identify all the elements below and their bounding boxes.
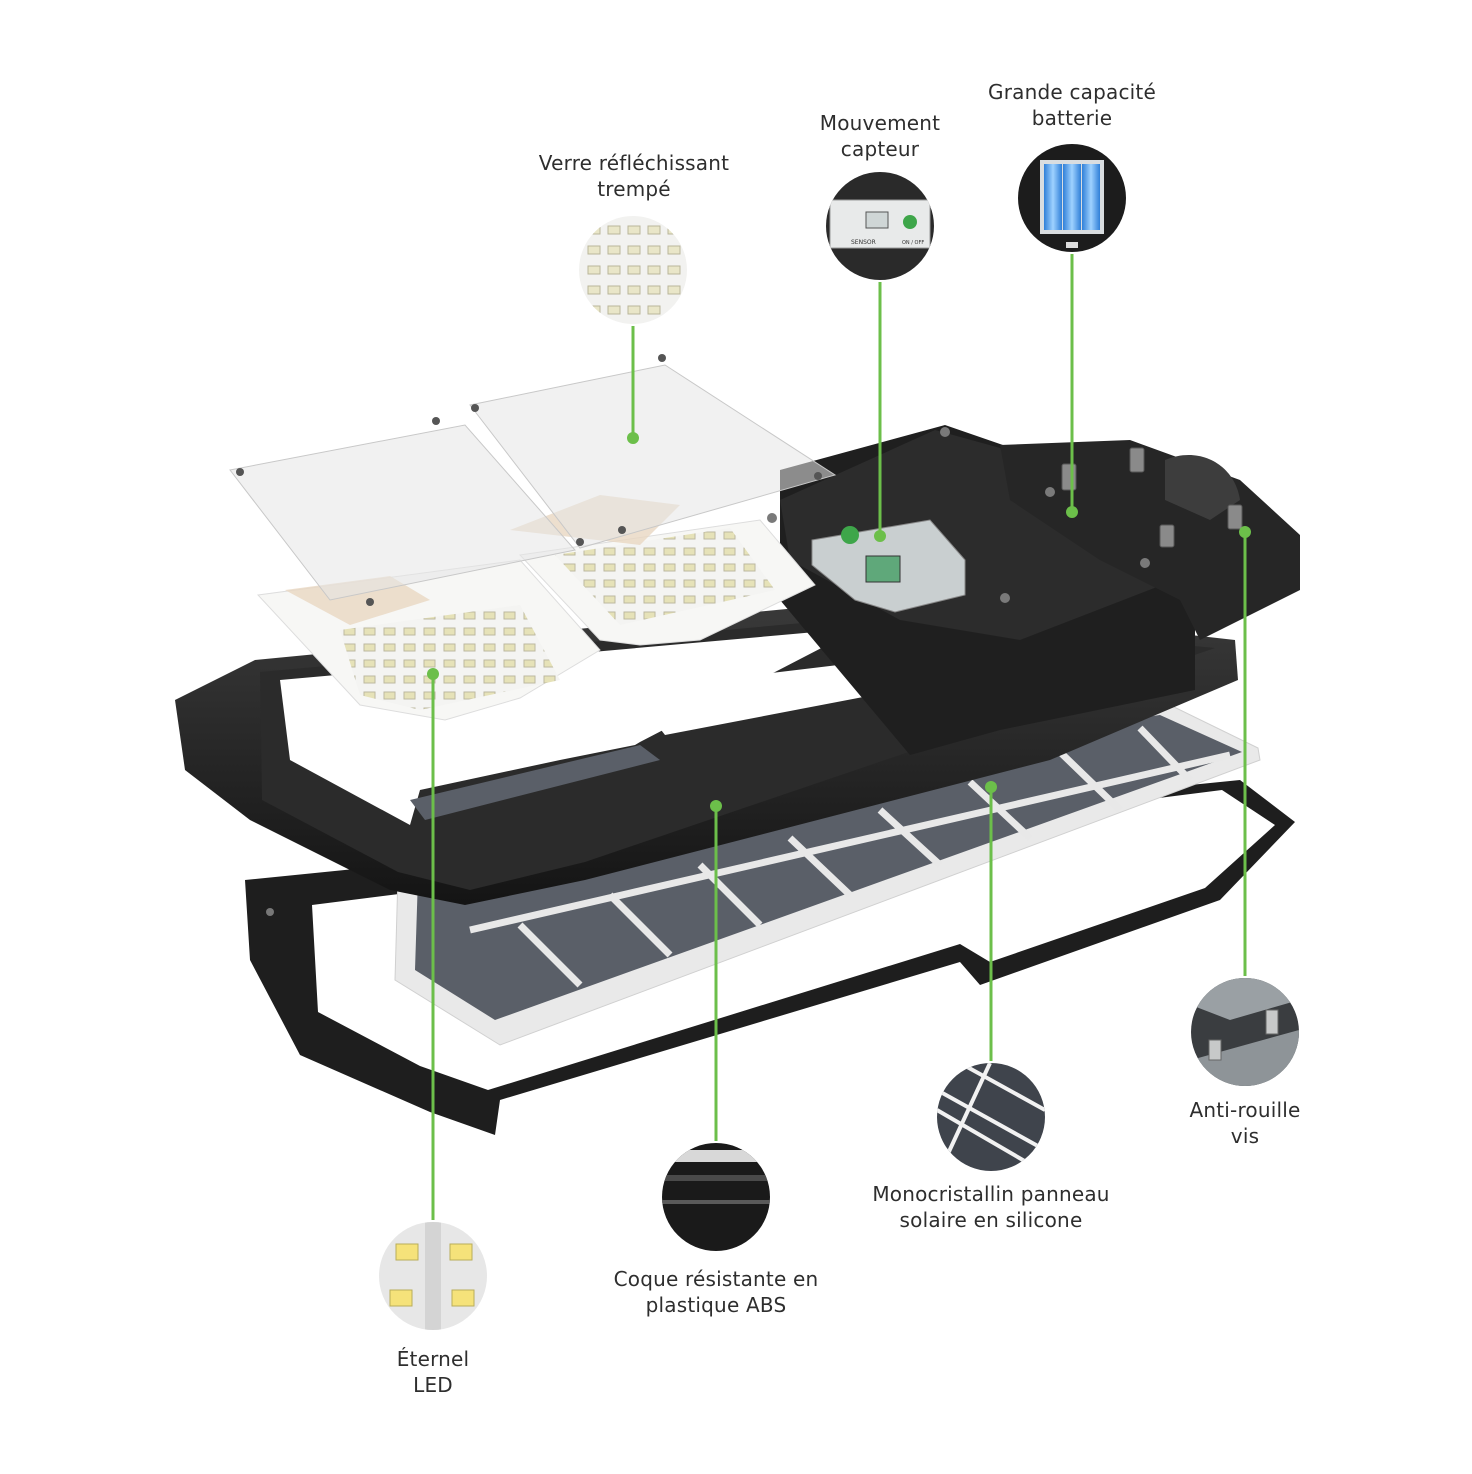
abs-shell-body (175, 425, 1300, 905)
led-grid-glass-icon (579, 216, 687, 324)
screw-icon (1191, 978, 1299, 1086)
solar-cell-icon (937, 1063, 1045, 1171)
battery-icon (1018, 144, 1126, 252)
motion-sensor-icon: SENSOR ON / OFF (826, 172, 934, 280)
leader-dots (427, 432, 1251, 812)
glass-covers (229, 354, 837, 606)
led-chip-icon (379, 1222, 487, 1330)
sensor-panel-label: SENSOR (851, 239, 876, 246)
switch-panel-label: ON / OFF (902, 240, 924, 246)
leader-lines (431, 254, 1247, 1220)
abs-shell-icon (662, 1143, 770, 1251)
